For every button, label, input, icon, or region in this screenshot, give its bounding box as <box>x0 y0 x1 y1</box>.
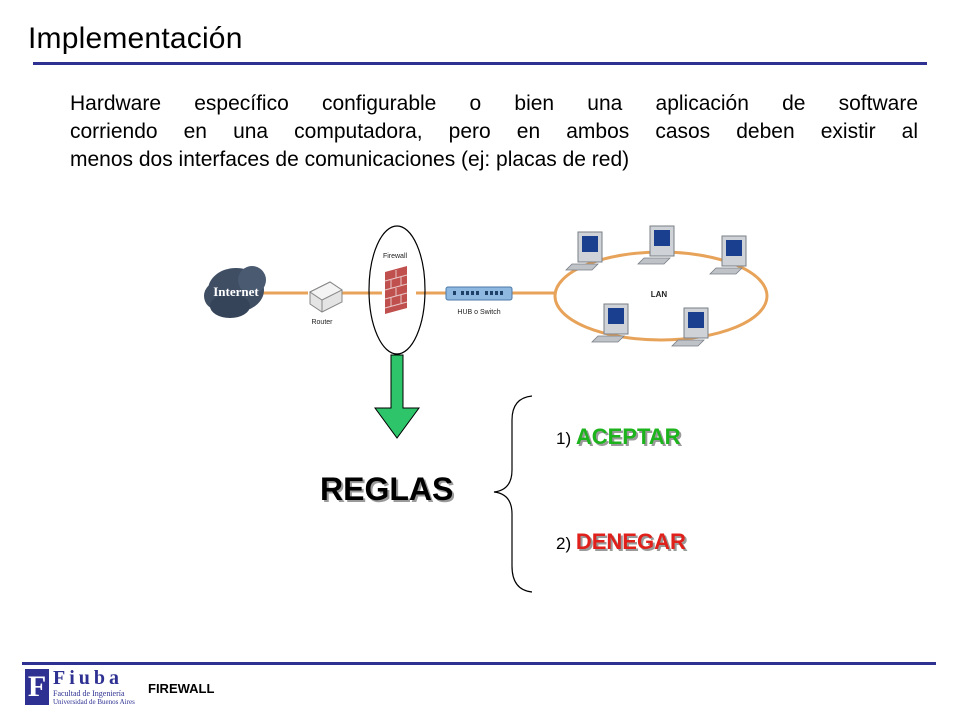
computer-icon <box>671 307 709 347</box>
fiuba-logo: F Fiuba Facultad de Ingeniería Universid… <box>23 667 135 709</box>
body-line-1: Hardware específico configurable o bien … <box>70 92 918 115</box>
logo-subtitle: Facultad de Ingeniería <box>53 689 125 698</box>
internet-label: Internet <box>213 284 259 299</box>
body-line-2: corriendo en una computadora, pero en am… <box>70 120 918 143</box>
computer-icon <box>591 303 629 343</box>
logo-name: Fiuba <box>53 667 124 689</box>
body-line-3: menos dos interfaces de comunicaciones (… <box>70 148 630 171</box>
title-divider <box>33 62 927 65</box>
rules-brace <box>493 395 533 593</box>
firewall-icon: Firewall <box>383 253 408 314</box>
down-arrow-icon <box>374 354 420 439</box>
computer-icon <box>637 225 675 265</box>
rule-accept: 1) ACEPTAR <box>556 424 681 450</box>
slide-title: Implementación <box>28 22 243 55</box>
internet-cloud-icon: Internet <box>204 266 266 318</box>
hub-label: HUB o Switch <box>457 309 500 316</box>
computer-icon <box>709 235 747 275</box>
reglas-label: REGLAS <box>320 471 454 507</box>
rule-number: 1) <box>556 429 572 448</box>
firewall-label: Firewall <box>383 253 408 260</box>
logo-subtitle: Universidad de Buenos Aires <box>53 698 135 706</box>
lan-label: LAN <box>651 290 668 299</box>
logo-mark-icon: F <box>25 669 49 705</box>
hub-switch-icon: HUB o Switch <box>445 286 513 316</box>
rule-number: 2) <box>556 534 572 553</box>
rule-word: DENEGAR <box>575 529 686 554</box>
router-label: Router <box>311 319 333 326</box>
body-paragraph: Hardware específico configurable o bien … <box>70 90 918 174</box>
computer-icon <box>565 231 603 271</box>
footer-label: FIREWALL <box>148 681 215 696</box>
firewall-highlight-ellipse <box>368 225 426 355</box>
router-icon: Router <box>309 281 343 326</box>
rule-deny: 2) DENEGAR <box>556 529 686 555</box>
rule-word: ACEPTAR <box>575 424 681 449</box>
footer-divider <box>22 662 936 665</box>
